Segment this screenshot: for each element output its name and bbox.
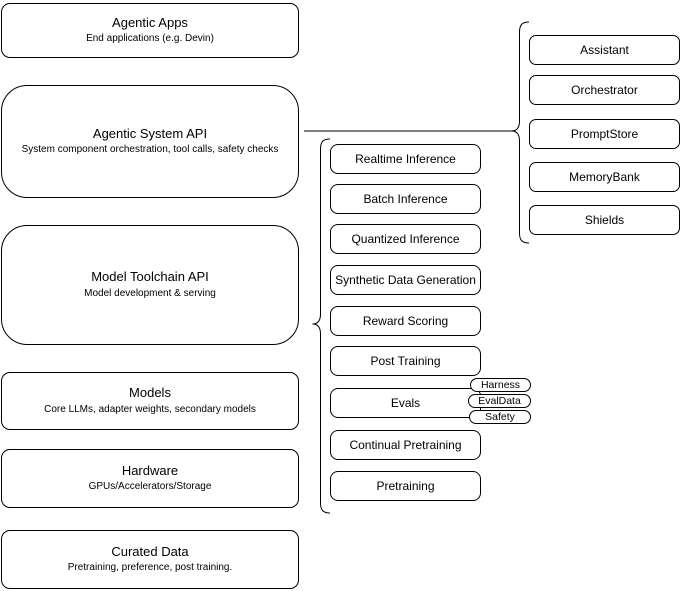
node-label: Assistant (580, 43, 629, 57)
node-evals: Evals (330, 388, 481, 418)
node-pretraining: Pretraining (330, 471, 481, 501)
node-promptstore: PromptStore (529, 119, 680, 149)
node-label: Orchestrator (571, 83, 638, 97)
node-title: Agentic System API (92, 125, 208, 141)
node-title: Model Toolchain API (91, 269, 209, 285)
node-subtitle: System component orchestration, tool cal… (21, 144, 279, 156)
toolchain-brace (312, 138, 331, 514)
node-reward-scoring: Reward Scoring (330, 306, 481, 336)
node-agentic-system-api: Agentic System API System component orch… (1, 85, 299, 198)
node-quantized-inference: Quantized Inference (330, 224, 481, 254)
node-label: Reward Scoring (362, 314, 449, 328)
node-shields: Shields (529, 205, 680, 235)
node-subtitle: Core LLMs, adapter weights, secondary mo… (44, 403, 256, 415)
node-title: Agentic Apps (112, 14, 188, 30)
node-label: Shields (584, 213, 625, 227)
node-label: Pretraining (376, 479, 435, 493)
node-label: Batch Inference (363, 192, 448, 206)
node-subtitle: End applications (e.g. Devin) (86, 33, 214, 45)
node-label: Post Training (370, 354, 441, 368)
node-memorybank: MemoryBank (529, 162, 680, 192)
tag-harness: Harness (470, 378, 531, 392)
node-label: MemoryBank (569, 170, 640, 184)
node-hardware: Hardware GPUs/Accelerators/Storage (1, 449, 299, 508)
node-assistant: Assistant (529, 35, 680, 65)
node-post-training: Post Training (330, 346, 481, 376)
node-curated-data: Curated Data Pretraining, preference, po… (1, 530, 299, 589)
node-agentic-apps: Agentic Apps End applications (e.g. Devi… (1, 3, 299, 58)
node-label: Continual Pretraining (349, 438, 462, 452)
node-subtitle: Model development & serving (84, 287, 216, 299)
node-subtitle: GPUs/Accelerators/Storage (88, 481, 212, 493)
node-label: PromptStore (570, 127, 639, 141)
node-continual-pretraining: Continual Pretraining (330, 430, 481, 460)
system-components-brace (511, 21, 530, 244)
node-label: Evals (390, 396, 421, 410)
node-title: Models (129, 385, 171, 401)
node-subtitle: Pretraining, preference, post training. (67, 562, 233, 574)
tag-evaldata: EvalData (468, 394, 531, 408)
node-label: Quantized Inference (351, 232, 460, 246)
node-orchestrator: Orchestrator (529, 75, 680, 105)
node-models: Models Core LLMs, adapter weights, secon… (1, 372, 299, 430)
node-label: Synthetic Data Generation (335, 273, 476, 287)
tag-safety: Safety (469, 410, 531, 424)
node-realtime-inference: Realtime Inference (330, 144, 481, 174)
node-title: Curated Data (111, 543, 189, 559)
node-batch-inference: Batch Inference (330, 184, 481, 214)
node-label: Realtime Inference (355, 152, 456, 166)
node-synthetic-data-generation: Synthetic Data Generation (330, 265, 481, 295)
node-model-toolchain-api: Model Toolchain API Model development & … (1, 225, 299, 345)
node-title: Hardware (121, 462, 179, 478)
